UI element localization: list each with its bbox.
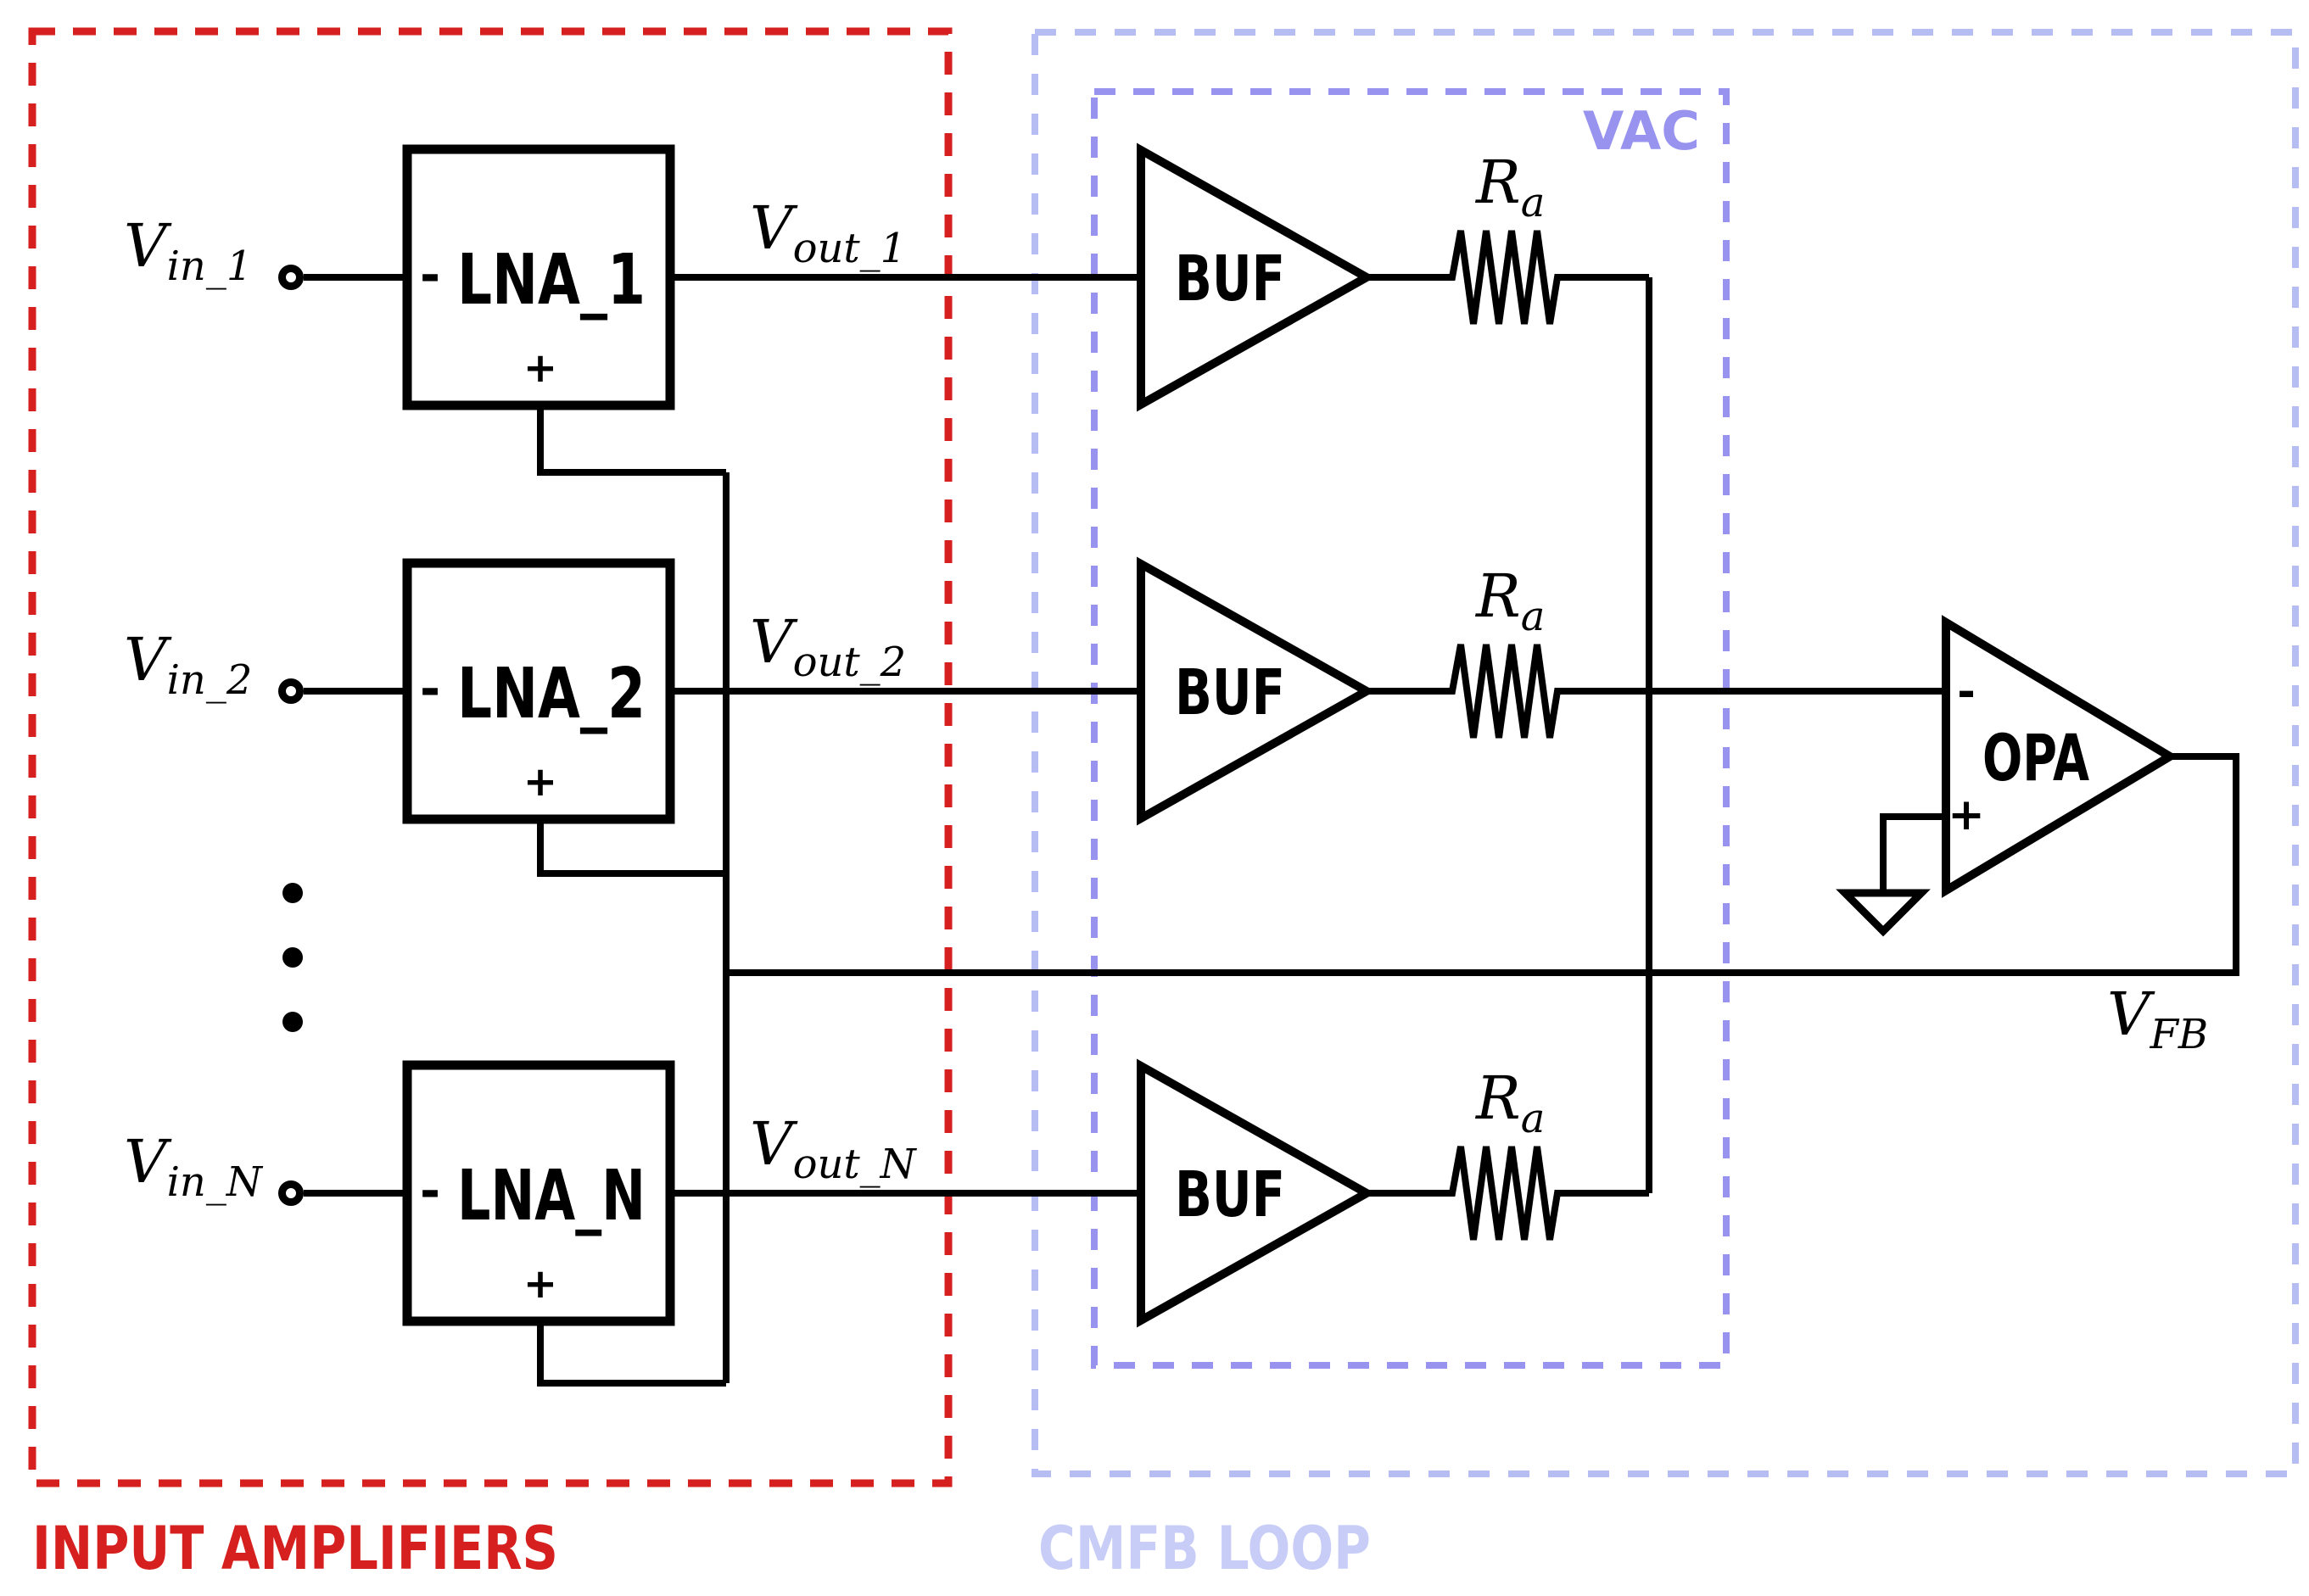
opa-neg-label: -	[1957, 667, 1976, 717]
vac-region-box	[1091, 88, 1730, 1369]
vin2-base: V	[124, 625, 172, 695]
wire-opa-plus-to-ground	[1880, 813, 1945, 893]
vfb-base: V	[2107, 979, 2155, 1049]
wire-lnaN-plus	[537, 1321, 726, 1387]
buf2-block: BUF	[1137, 556, 1376, 826]
buf1-block: BUF	[1137, 142, 1376, 412]
lna1-pos-label: +	[523, 344, 557, 392]
vinN-label: Vin_N	[124, 1127, 264, 1206]
ra1-label: Ra	[1474, 148, 1545, 226]
vout2-sub: out_2	[793, 639, 907, 686]
vout1-label: Vout_1	[750, 193, 906, 272]
opa-pos-label: +	[1948, 790, 1985, 840]
lna2-neg-label: -	[420, 660, 440, 717]
terminal-vin2	[278, 678, 304, 704]
ra2-sub: a	[1521, 593, 1546, 640]
lnaN-neg-label: -	[420, 1162, 440, 1219]
vinN-base: V	[124, 1127, 172, 1197]
voutN-label: Vout_N	[750, 1109, 918, 1188]
lna2-pos-label: +	[523, 758, 557, 806]
buf3-name-label: BUF	[1175, 1158, 1285, 1231]
resistor-ra-1	[1367, 230, 1649, 325]
lnaN-pos-label: +	[523, 1260, 557, 1308]
voutN-sub: out_N	[793, 1141, 918, 1188]
vac-region-label: VAC	[1583, 100, 1700, 162]
wire-lna1-plus	[537, 405, 726, 476]
ra2-base: R	[1474, 561, 1521, 631]
lna1-neg-label: -	[420, 246, 440, 304]
vfb-sub: FB	[2150, 1011, 2209, 1058]
terminal-vinN	[278, 1180, 304, 1206]
ra2-label: Ra	[1474, 561, 1545, 640]
opa-block: - OPA +	[1942, 615, 2178, 898]
buf3-block: BUF	[1137, 1058, 1376, 1328]
wire-lna2-plus	[537, 819, 726, 877]
ground-icon	[1836, 889, 1931, 937]
vin1-base: V	[124, 211, 172, 281]
vout2-label: Vout_2	[750, 607, 906, 686]
vin1-label: Vin_1	[124, 211, 252, 290]
input-amplifiers-region-box	[28, 27, 953, 1487]
vin2-sub: in_2	[167, 656, 253, 704]
buf2-name-label: BUF	[1175, 656, 1285, 729]
vin2-label: Vin_2	[124, 625, 252, 704]
buf1-name-label: BUF	[1175, 243, 1285, 315]
resistor-ra-3	[1367, 1146, 1649, 1241]
ellipsis-dots	[282, 883, 303, 1032]
lna1-block: - LNA_1 +	[402, 144, 675, 410]
opa-name-label: OPA	[1982, 720, 2089, 795]
voutN-base: V	[750, 1109, 798, 1179]
ra3-label: Ra	[1474, 1063, 1545, 1142]
lna2-name-label: LNA_2	[457, 654, 646, 734]
ra3-sub: a	[1521, 1095, 1546, 1142]
vout1-sub: out_1	[793, 225, 907, 272]
ra1-base: R	[1474, 148, 1521, 217]
vout2-base: V	[750, 607, 798, 677]
wire-vfb-feedback	[726, 753, 2239, 976]
resistor-ra-2	[1367, 644, 1946, 739]
input-amplifiers-region-label: INPUT AMPLIFIERS	[32, 1514, 558, 1583]
lnaN-block: - LNA_N +	[402, 1060, 675, 1326]
cmfb-loop-region-box	[1032, 29, 2299, 1477]
vfb-label: VFB	[2107, 979, 2208, 1058]
terminal-vin1	[278, 265, 304, 290]
cmfb-loop-region-label: CMFB LOOP	[1038, 1514, 1371, 1583]
lna2-block: - LNA_2 +	[402, 558, 675, 824]
vin1-sub: in_1	[167, 243, 253, 290]
wires	[304, 230, 2239, 1387]
vinN-sub: in_N	[167, 1158, 264, 1206]
ra1-sub: a	[1521, 179, 1546, 226]
vout1-base: V	[750, 193, 798, 263]
lna1-name-label: LNA_1	[457, 240, 646, 321]
ra3-base: R	[1474, 1063, 1521, 1133]
lnaN-name-label: LNA_N	[457, 1156, 646, 1236]
